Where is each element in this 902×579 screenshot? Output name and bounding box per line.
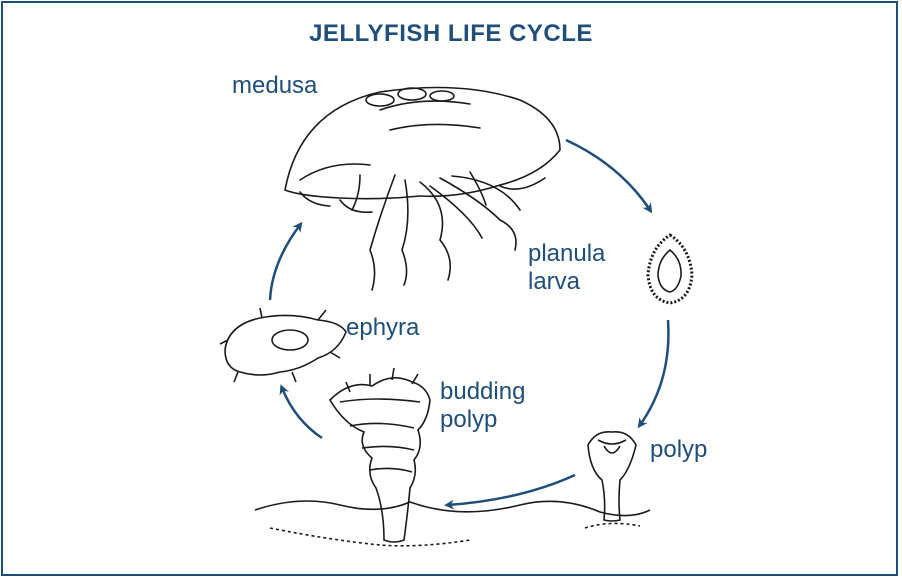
arrow-planula-to-polyp	[640, 320, 668, 425]
planula-label-line2: larva	[528, 268, 580, 296]
arrow-ephyra-to-medusa	[270, 225, 300, 300]
medusa-label: medusa	[232, 72, 317, 100]
polyp-label: polyp	[650, 436, 707, 464]
arrow-medusa-to-planula	[566, 140, 650, 210]
planula-label-line1: planula	[528, 240, 605, 268]
arrow-polyp-to-budding	[448, 475, 575, 505]
medusa-drawing	[285, 88, 560, 291]
ephyra-drawing	[220, 308, 346, 382]
budding-polyp-label-line2: polyp	[440, 406, 497, 434]
ephyra-label: ephyra	[346, 314, 419, 342]
planula-larva-drawing	[648, 235, 692, 303]
seabed	[255, 501, 650, 546]
arrow-budding-to-ephyra	[282, 388, 322, 438]
polyp-drawing	[585, 432, 640, 528]
budding-polyp-label-line1: budding	[440, 378, 525, 406]
budding-polyp-drawing	[330, 368, 430, 542]
